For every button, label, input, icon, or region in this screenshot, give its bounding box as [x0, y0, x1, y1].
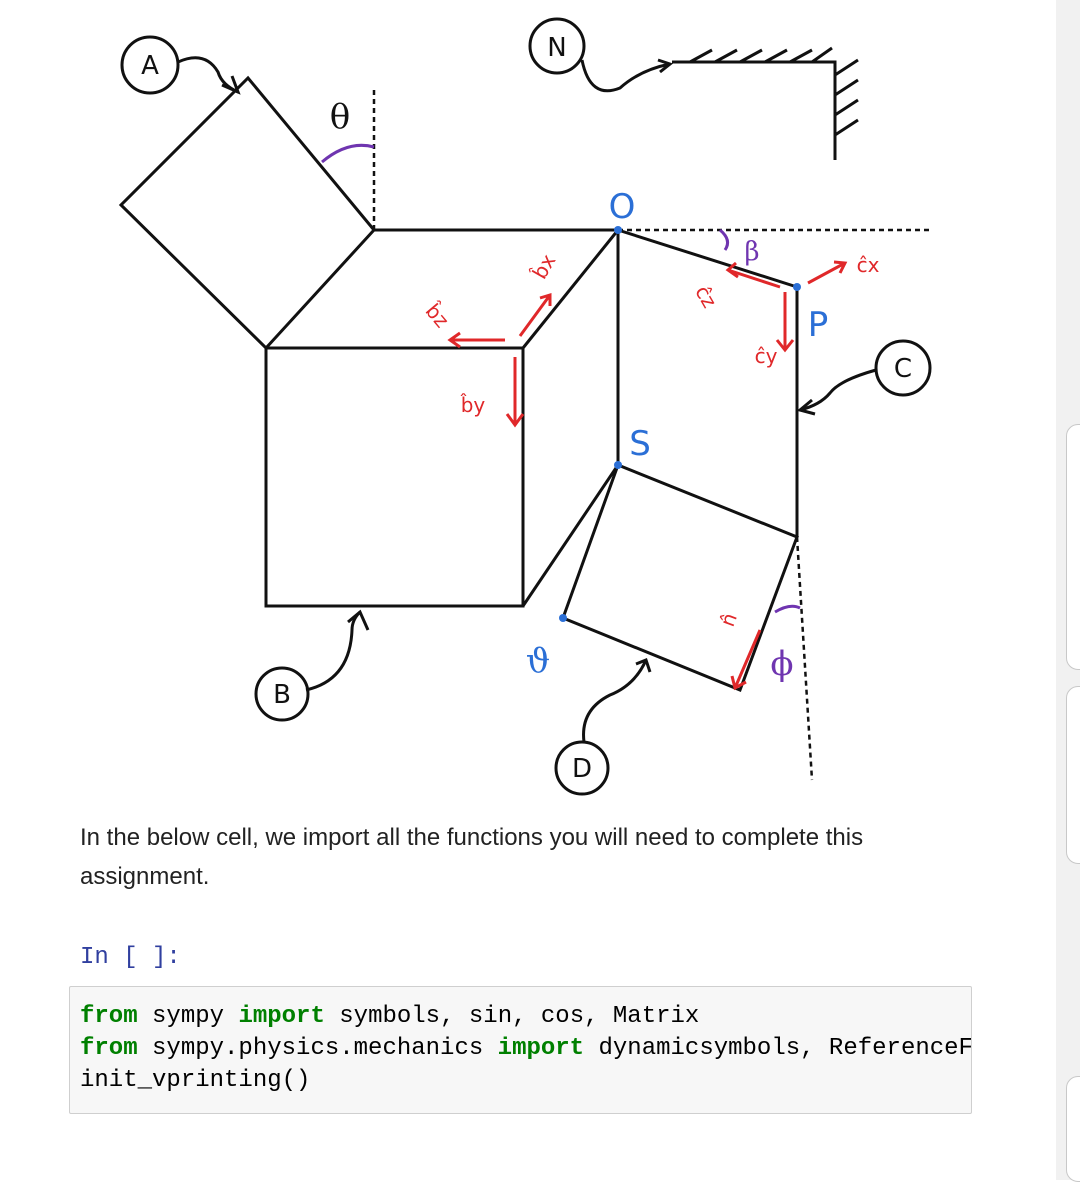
code-editor[interactable]: from sympy import symbols, sin, cos, Mat… — [80, 1001, 972, 1097]
label-a: A — [141, 51, 159, 81]
point-p-dot — [793, 283, 801, 291]
label-n: N — [547, 33, 566, 63]
ground-support — [672, 46, 859, 160]
beta-label: β — [744, 237, 759, 267]
label-c: C — [894, 354, 912, 384]
code-cell[interactable]: from sympy import symbols, sin, cos, Mat… — [69, 986, 972, 1114]
sidebar-tab[interactable] — [1066, 424, 1080, 670]
label-b-circle — [254, 666, 310, 722]
point-s-dot — [614, 461, 622, 469]
vector-cy-label: ĉy — [755, 344, 778, 368]
vector-by-label: b̂y — [460, 393, 485, 417]
leader-arrowheads — [221, 58, 816, 673]
label-b: B — [273, 680, 291, 710]
mechanism-diagram: A B C D N θ β ϕ O S P ϑ b̂x b̂y b̂z ĉx ĉ… — [118, 17, 932, 796]
keyword-import: import — [238, 1003, 325, 1030]
code-text: sympy.physics.mechanics — [137, 1035, 498, 1062]
unit-vector-arrows — [447, 260, 848, 691]
sidebar-tab[interactable] — [1066, 1076, 1080, 1182]
vector-bz-label: b̂z — [421, 299, 454, 332]
label-a-circle — [120, 35, 180, 95]
theta-arc — [321, 143, 375, 164]
keyword-import: import — [497, 1035, 585, 1062]
code-text: sympy — [137, 1003, 239, 1030]
body-c-shape — [616, 228, 799, 537]
keyword-from: from — [80, 1003, 138, 1030]
phi-reference-line — [795, 536, 814, 781]
body-d-shape — [561, 463, 799, 692]
leader-lines — [177, 56, 877, 743]
label-c-circle — [874, 339, 932, 397]
phi-arc — [774, 604, 801, 614]
beta-arc — [719, 228, 730, 251]
label-d-circle — [554, 740, 610, 796]
point-s-label: S — [629, 424, 651, 464]
point-theta-label: ϑ — [526, 641, 550, 681]
vector-cz-label: ĉz — [690, 281, 722, 312]
point-o-dot — [614, 226, 622, 234]
cell-prompt: In [ ]: — [80, 944, 181, 971]
theta-label: θ — [330, 97, 350, 137]
label-n-circle — [528, 17, 586, 75]
sidebar-tab[interactable] — [1066, 686, 1080, 864]
keyword-from: from — [80, 1035, 138, 1062]
point-o-label: O — [609, 187, 636, 227]
point-theta-dot — [559, 614, 567, 622]
code-text: dynamicsymbols, ReferenceFrame — [598, 1035, 972, 1062]
body-b-shape — [264, 229, 620, 608]
code-text: init_vprinting() — [80, 1067, 311, 1094]
markdown-text: In the below cell, we import all the fun… — [80, 824, 864, 890]
vector-cx-label: ĉx — [857, 253, 880, 277]
vector-bx-label: b̂x — [527, 250, 560, 284]
phi-label: ϕ — [770, 644, 793, 684]
point-p-label: P — [808, 305, 829, 345]
vector-n-label: n̂ — [715, 610, 742, 630]
label-d: D — [572, 754, 592, 784]
code-text: symbols, sin, cos, Matrix — [324, 1003, 700, 1030]
